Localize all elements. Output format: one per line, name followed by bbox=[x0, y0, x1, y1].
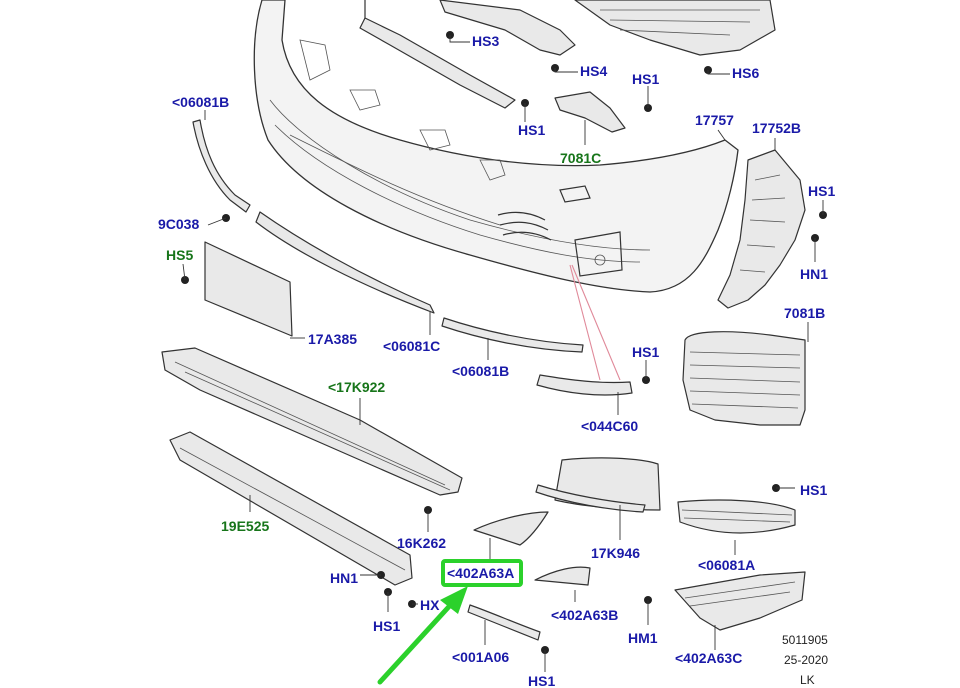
label-16k262: 16K262 bbox=[397, 535, 446, 551]
label-402a63a: <402A63A bbox=[447, 565, 514, 581]
label-06081c: <06081C bbox=[383, 338, 440, 354]
cover-402a63a bbox=[473, 511, 549, 546]
label-402a63b: <402A63B bbox=[551, 607, 618, 623]
label-hs1-mid: HS1 bbox=[632, 344, 659, 360]
label-hs5: HS5 bbox=[166, 247, 193, 263]
label-hs1-right-b: HS1 bbox=[800, 482, 827, 498]
strip-06081c bbox=[255, 211, 435, 314]
label-hs6: HS6 bbox=[732, 65, 759, 81]
strip-001a06 bbox=[467, 604, 541, 641]
catalog-reference: 5011905 25-2020 LK bbox=[782, 633, 828, 687]
strip-06081b-top bbox=[192, 119, 251, 213]
lower-undertray bbox=[169, 431, 413, 586]
side-bracket-17752b bbox=[717, 149, 806, 309]
upper-grille-bracket bbox=[439, 0, 576, 56]
label-hs1-top-a: HS1 bbox=[632, 71, 659, 87]
label-hs1-right-a: HS1 bbox=[808, 183, 835, 199]
label-hs3: HS3 bbox=[472, 33, 499, 49]
label-17a385: 17A385 bbox=[308, 331, 357, 347]
air-duct-402a63c bbox=[674, 571, 806, 631]
bumper-cover bbox=[253, 0, 739, 293]
pointer-arrow bbox=[377, 586, 468, 685]
catalog-ref-number: 5011905 bbox=[782, 633, 828, 647]
upper-bracket-hs3 bbox=[359, 0, 516, 109]
label-hn1-right: HN1 bbox=[800, 266, 828, 282]
label-9c038: 9C038 bbox=[158, 216, 199, 232]
lower-grille-carrier bbox=[161, 347, 463, 496]
bracket-7081c bbox=[554, 91, 626, 133]
label-hs1-bottom-left: HS1 bbox=[373, 618, 400, 634]
plate-bracket-17a385 bbox=[204, 241, 293, 337]
label-17752b: 17752B bbox=[752, 120, 801, 136]
label-17757: 17757 bbox=[695, 112, 734, 128]
catalog-initials: LK bbox=[800, 673, 815, 687]
undertray-top bbox=[574, 0, 776, 56]
label-hs4: HS4 bbox=[580, 63, 607, 79]
part-labels: HS3 HS4 HS6 HS1 HS1 <06081B 7081C 17757 … bbox=[158, 33, 835, 688]
label-hm1: HM1 bbox=[628, 630, 658, 646]
highlight-box bbox=[441, 559, 523, 587]
label-06081a: <06081A bbox=[698, 557, 755, 573]
label-17k946: 17K946 bbox=[591, 545, 640, 561]
strip-06081b-mid bbox=[441, 317, 584, 353]
grille-06081a bbox=[677, 499, 796, 534]
grille-7081b bbox=[682, 331, 806, 426]
label-hs1-top-b: HS1 bbox=[518, 122, 545, 138]
label-hn1-left: HN1 bbox=[330, 570, 358, 586]
label-06081b-mid: <06081B bbox=[452, 363, 509, 379]
label-7081c: 7081C bbox=[560, 150, 601, 166]
label-044c60: <044C60 bbox=[581, 418, 638, 434]
label-17k922: <17K922 bbox=[328, 379, 385, 395]
leader-lines bbox=[182, 35, 824, 672]
label-001a06: <001A06 bbox=[452, 649, 509, 665]
label-402a63c: <402A63C bbox=[675, 650, 742, 666]
trim-044c60 bbox=[536, 374, 633, 396]
label-hx: HX bbox=[420, 597, 440, 613]
cover-402a63b bbox=[534, 566, 591, 586]
label-hs1-bottom: HS1 bbox=[528, 673, 555, 688]
label-06081b-top: <06081B bbox=[172, 94, 229, 110]
label-19e525: 19E525 bbox=[221, 518, 269, 534]
catalog-date: 25-2020 bbox=[784, 653, 828, 667]
label-7081b: 7081B bbox=[784, 305, 825, 321]
surround-17k946 bbox=[535, 457, 661, 513]
